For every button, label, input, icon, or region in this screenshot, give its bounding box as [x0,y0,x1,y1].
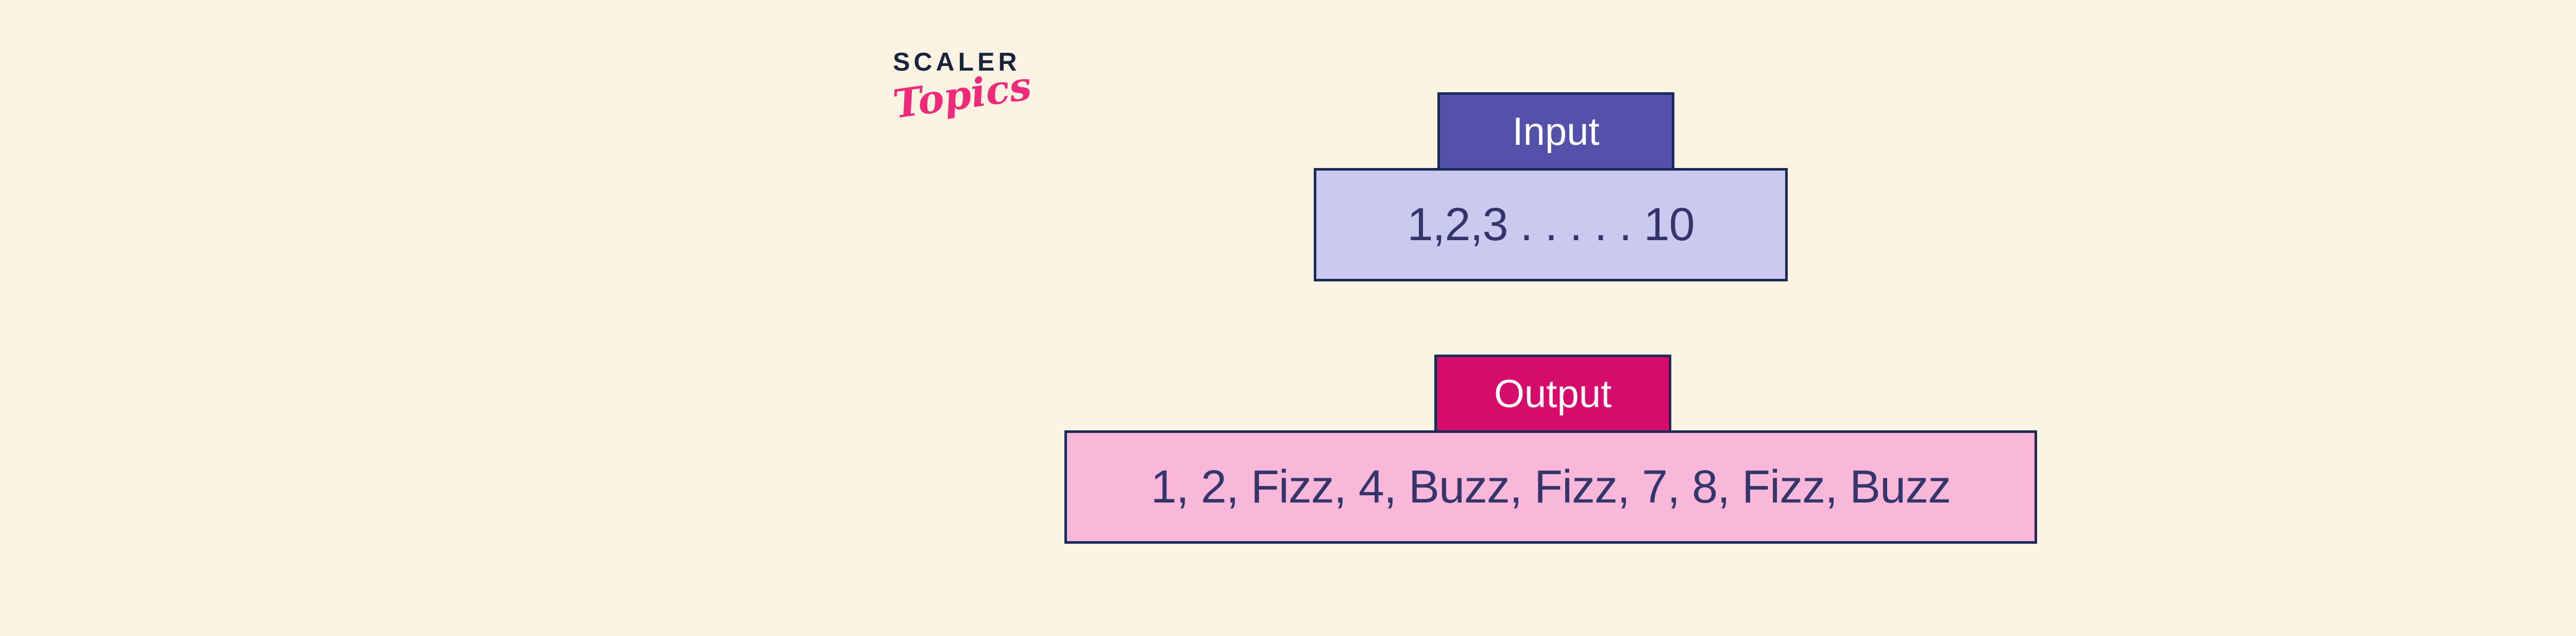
input-value-text: 1,2,3 . . . . . 10 [1407,198,1694,250]
output-value-text: 1, 2, Fizz, 4, Buzz, Fizz, 7, 8, Fizz, B… [1150,461,1951,513]
logo-brand-text: SCALER [893,47,1021,76]
input-label-text: Input [1512,109,1600,154]
output-label-box: Output [1434,355,1671,430]
input-value-box: 1,2,3 . . . . . 10 [1314,168,1788,281]
output-label-text: Output [1494,372,1612,416]
output-value-box: 1, 2, Fizz, 4, Buzz, Fizz, 7, 8, Fizz, B… [1064,430,2037,544]
scaler-topics-logo: SCALER Topics [890,47,1034,127]
input-label-box: Input [1437,92,1674,168]
logo-script-text: Topics [890,62,1035,127]
